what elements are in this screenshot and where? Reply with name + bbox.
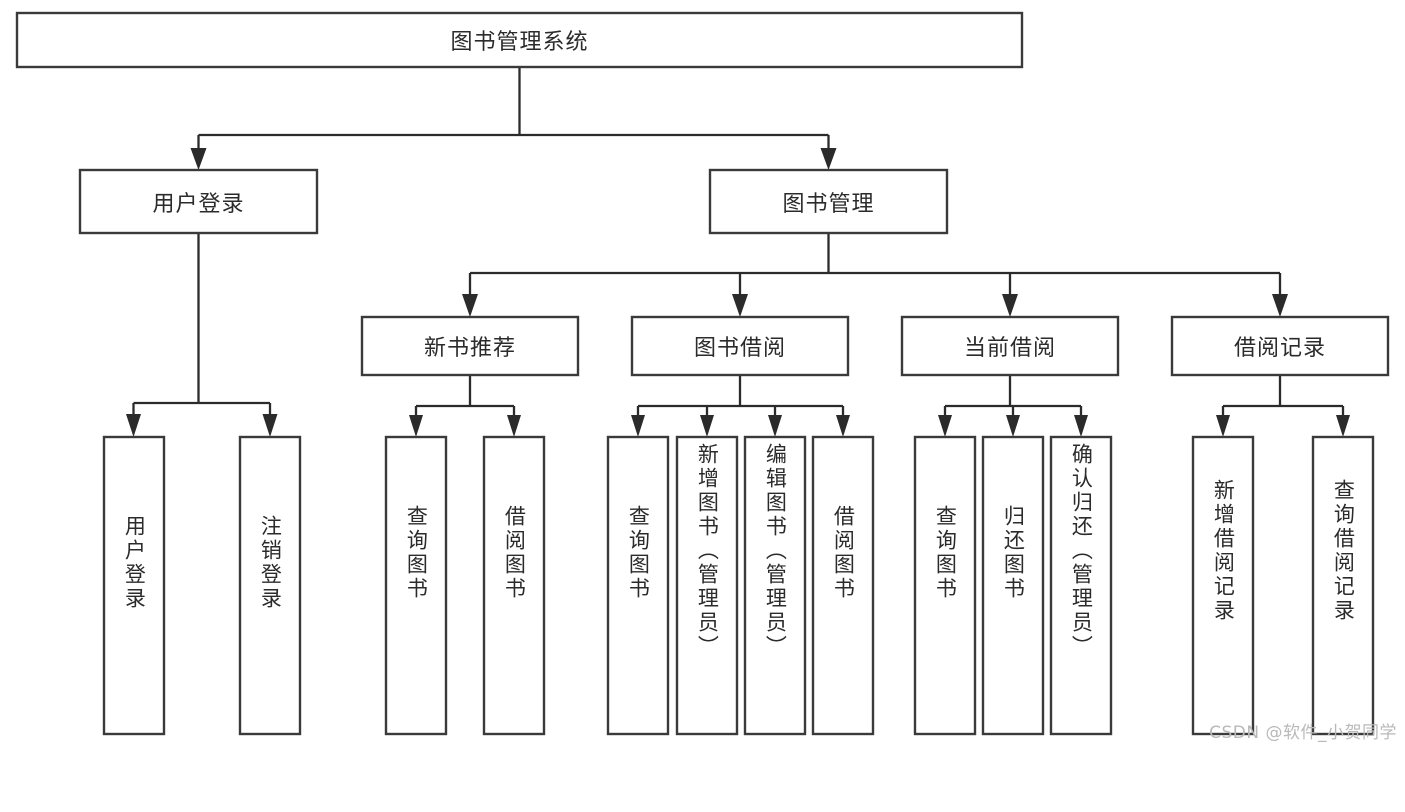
node-leaf-query-book-recommend[interactable] (384, 435, 448, 736)
node-new-book-recommend[interactable] (360, 315, 580, 377)
arrow-leaf-add-borrow-record (1216, 415, 1230, 437)
arrow-current-borrow (1002, 294, 1018, 317)
diagram-canvas: 图书管理系统 用户登录 图书管理 新书推荐 图书借阅 当前借阅 借阅记录 用户登… (15, 11, 1397, 743)
arrow-leaf-edit-book-admin (768, 415, 782, 437)
arrow-leaf-query-borrow-record (1336, 415, 1350, 437)
edges-layer (126, 67, 1350, 437)
arrow-leaf-borrow-book-recommend (507, 415, 521, 437)
arrow-leaf-query-book-borrow (631, 415, 645, 437)
arrow-new-book-recommend (462, 294, 478, 317)
node-leaf-edit-book-admin[interactable] (743, 435, 807, 736)
arrow-leaf-return-book (1006, 415, 1020, 437)
csdn-watermark: CSDN @软件_小贺同学 (1209, 723, 1397, 743)
arrow-leaf-add-book-admin (700, 415, 714, 437)
node-book-borrow[interactable] (630, 315, 850, 377)
arrow-leaf-query-book-current (938, 415, 952, 437)
node-leaf-borrow-book[interactable] (811, 435, 875, 736)
arrow-leaf-user-login (126, 414, 141, 437)
boxes-layer (15, 11, 1390, 736)
node-leaf-query-book-borrow[interactable] (606, 435, 670, 736)
node-leaf-confirm-return-admin[interactable] (1049, 435, 1113, 736)
node-leaf-add-book-admin[interactable] (675, 435, 739, 736)
node-leaf-return-book[interactable] (981, 435, 1045, 736)
node-leaf-user-login[interactable] (102, 435, 166, 736)
node-leaf-query-book-current[interactable] (913, 435, 977, 736)
node-current-borrow[interactable] (900, 315, 1120, 377)
arrow-book-borrow (732, 294, 748, 317)
node-leaf-add-borrow-record[interactable] (1191, 435, 1255, 736)
node-borrow-record[interactable] (1170, 315, 1390, 377)
node-leaf-borrow-book-recommend[interactable] (482, 435, 546, 736)
arrow-leaf-borrow-book (836, 415, 850, 437)
node-leaf-query-borrow-record[interactable] (1311, 435, 1375, 736)
arrow-leaf-confirm-return-admin (1074, 415, 1088, 437)
arrow-borrow-record (1272, 294, 1288, 317)
arrow-leaf-logout (262, 414, 278, 437)
tree-diagram-svg (15, 11, 1390, 736)
node-book-manage[interactable] (708, 168, 949, 235)
node-root[interactable] (15, 11, 1024, 69)
node-leaf-logout[interactable] (238, 435, 302, 736)
arrow-leaf-query-book-recommend (409, 415, 423, 437)
arrow-user-login (190, 148, 207, 170)
node-user-login[interactable] (78, 168, 319, 235)
arrow-book-manage (820, 148, 837, 170)
